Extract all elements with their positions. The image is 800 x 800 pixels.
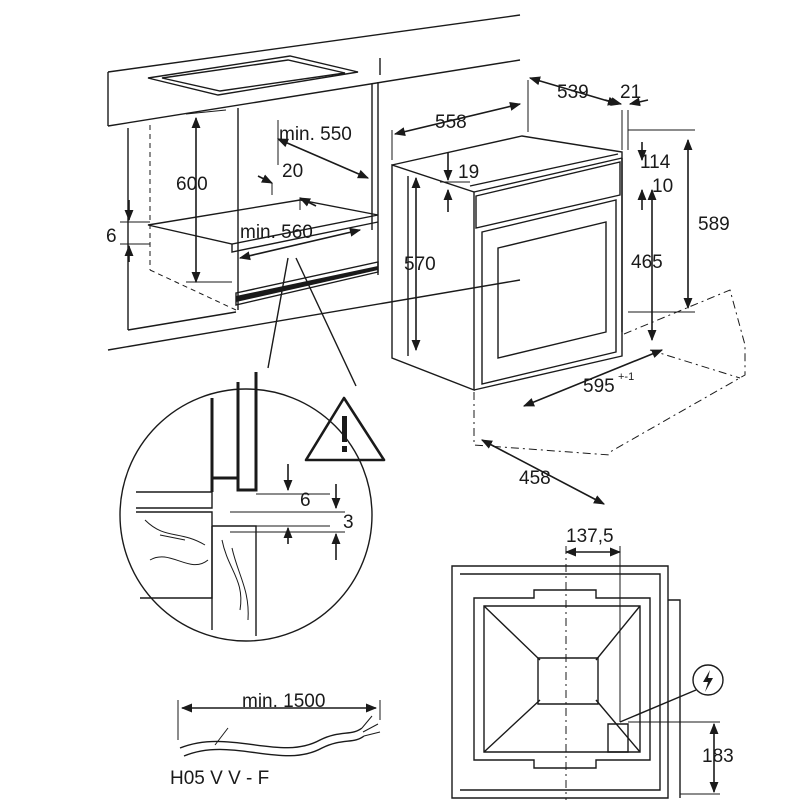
label-oven-front-depth: 458 bbox=[519, 468, 551, 489]
warning-icon bbox=[304, 396, 386, 462]
label-oven-dim-10: 10 bbox=[652, 176, 673, 197]
label-oven-width: 595 bbox=[583, 376, 615, 397]
label-cabinet-side: 6 bbox=[106, 226, 117, 247]
detail-zoom bbox=[119, 257, 373, 642]
label-oven-inner-height: 465 bbox=[631, 252, 663, 273]
label-cable-length: min. 1500 bbox=[242, 691, 325, 712]
label-cabinet-min-width: min. 560 bbox=[240, 222, 313, 243]
label-back-socket-height: 183 bbox=[702, 746, 734, 767]
label-detail-gap-6: 6 bbox=[300, 490, 311, 511]
oven-back-view bbox=[451, 546, 724, 800]
label-oven-depth: 539 bbox=[557, 82, 589, 103]
label-oven-total-height: 589 bbox=[698, 214, 730, 235]
label-oven-body-height: 570 bbox=[404, 254, 436, 275]
label-oven-dim-114: 114 bbox=[640, 152, 671, 173]
label-cable-type: H05 V V - F bbox=[170, 768, 269, 789]
label-oven-top-depth: 558 bbox=[435, 112, 467, 133]
oven-drawing bbox=[391, 76, 746, 505]
label-cabinet-height: 600 bbox=[176, 174, 208, 195]
label-oven-width-tolerance: +-1 bbox=[618, 371, 634, 383]
cabinet-drawing bbox=[107, 14, 521, 351]
label-oven-panel: 21 bbox=[620, 82, 641, 103]
label-back-offset: 137,5 bbox=[566, 526, 614, 547]
label-cabinet-min-depth: min. 550 bbox=[279, 124, 352, 145]
power-cable bbox=[177, 700, 381, 757]
label-oven-offset-top: 19 bbox=[458, 162, 479, 183]
label-cabinet-gap: 20 bbox=[282, 161, 303, 182]
label-detail-gap-3: 3 bbox=[343, 512, 354, 533]
